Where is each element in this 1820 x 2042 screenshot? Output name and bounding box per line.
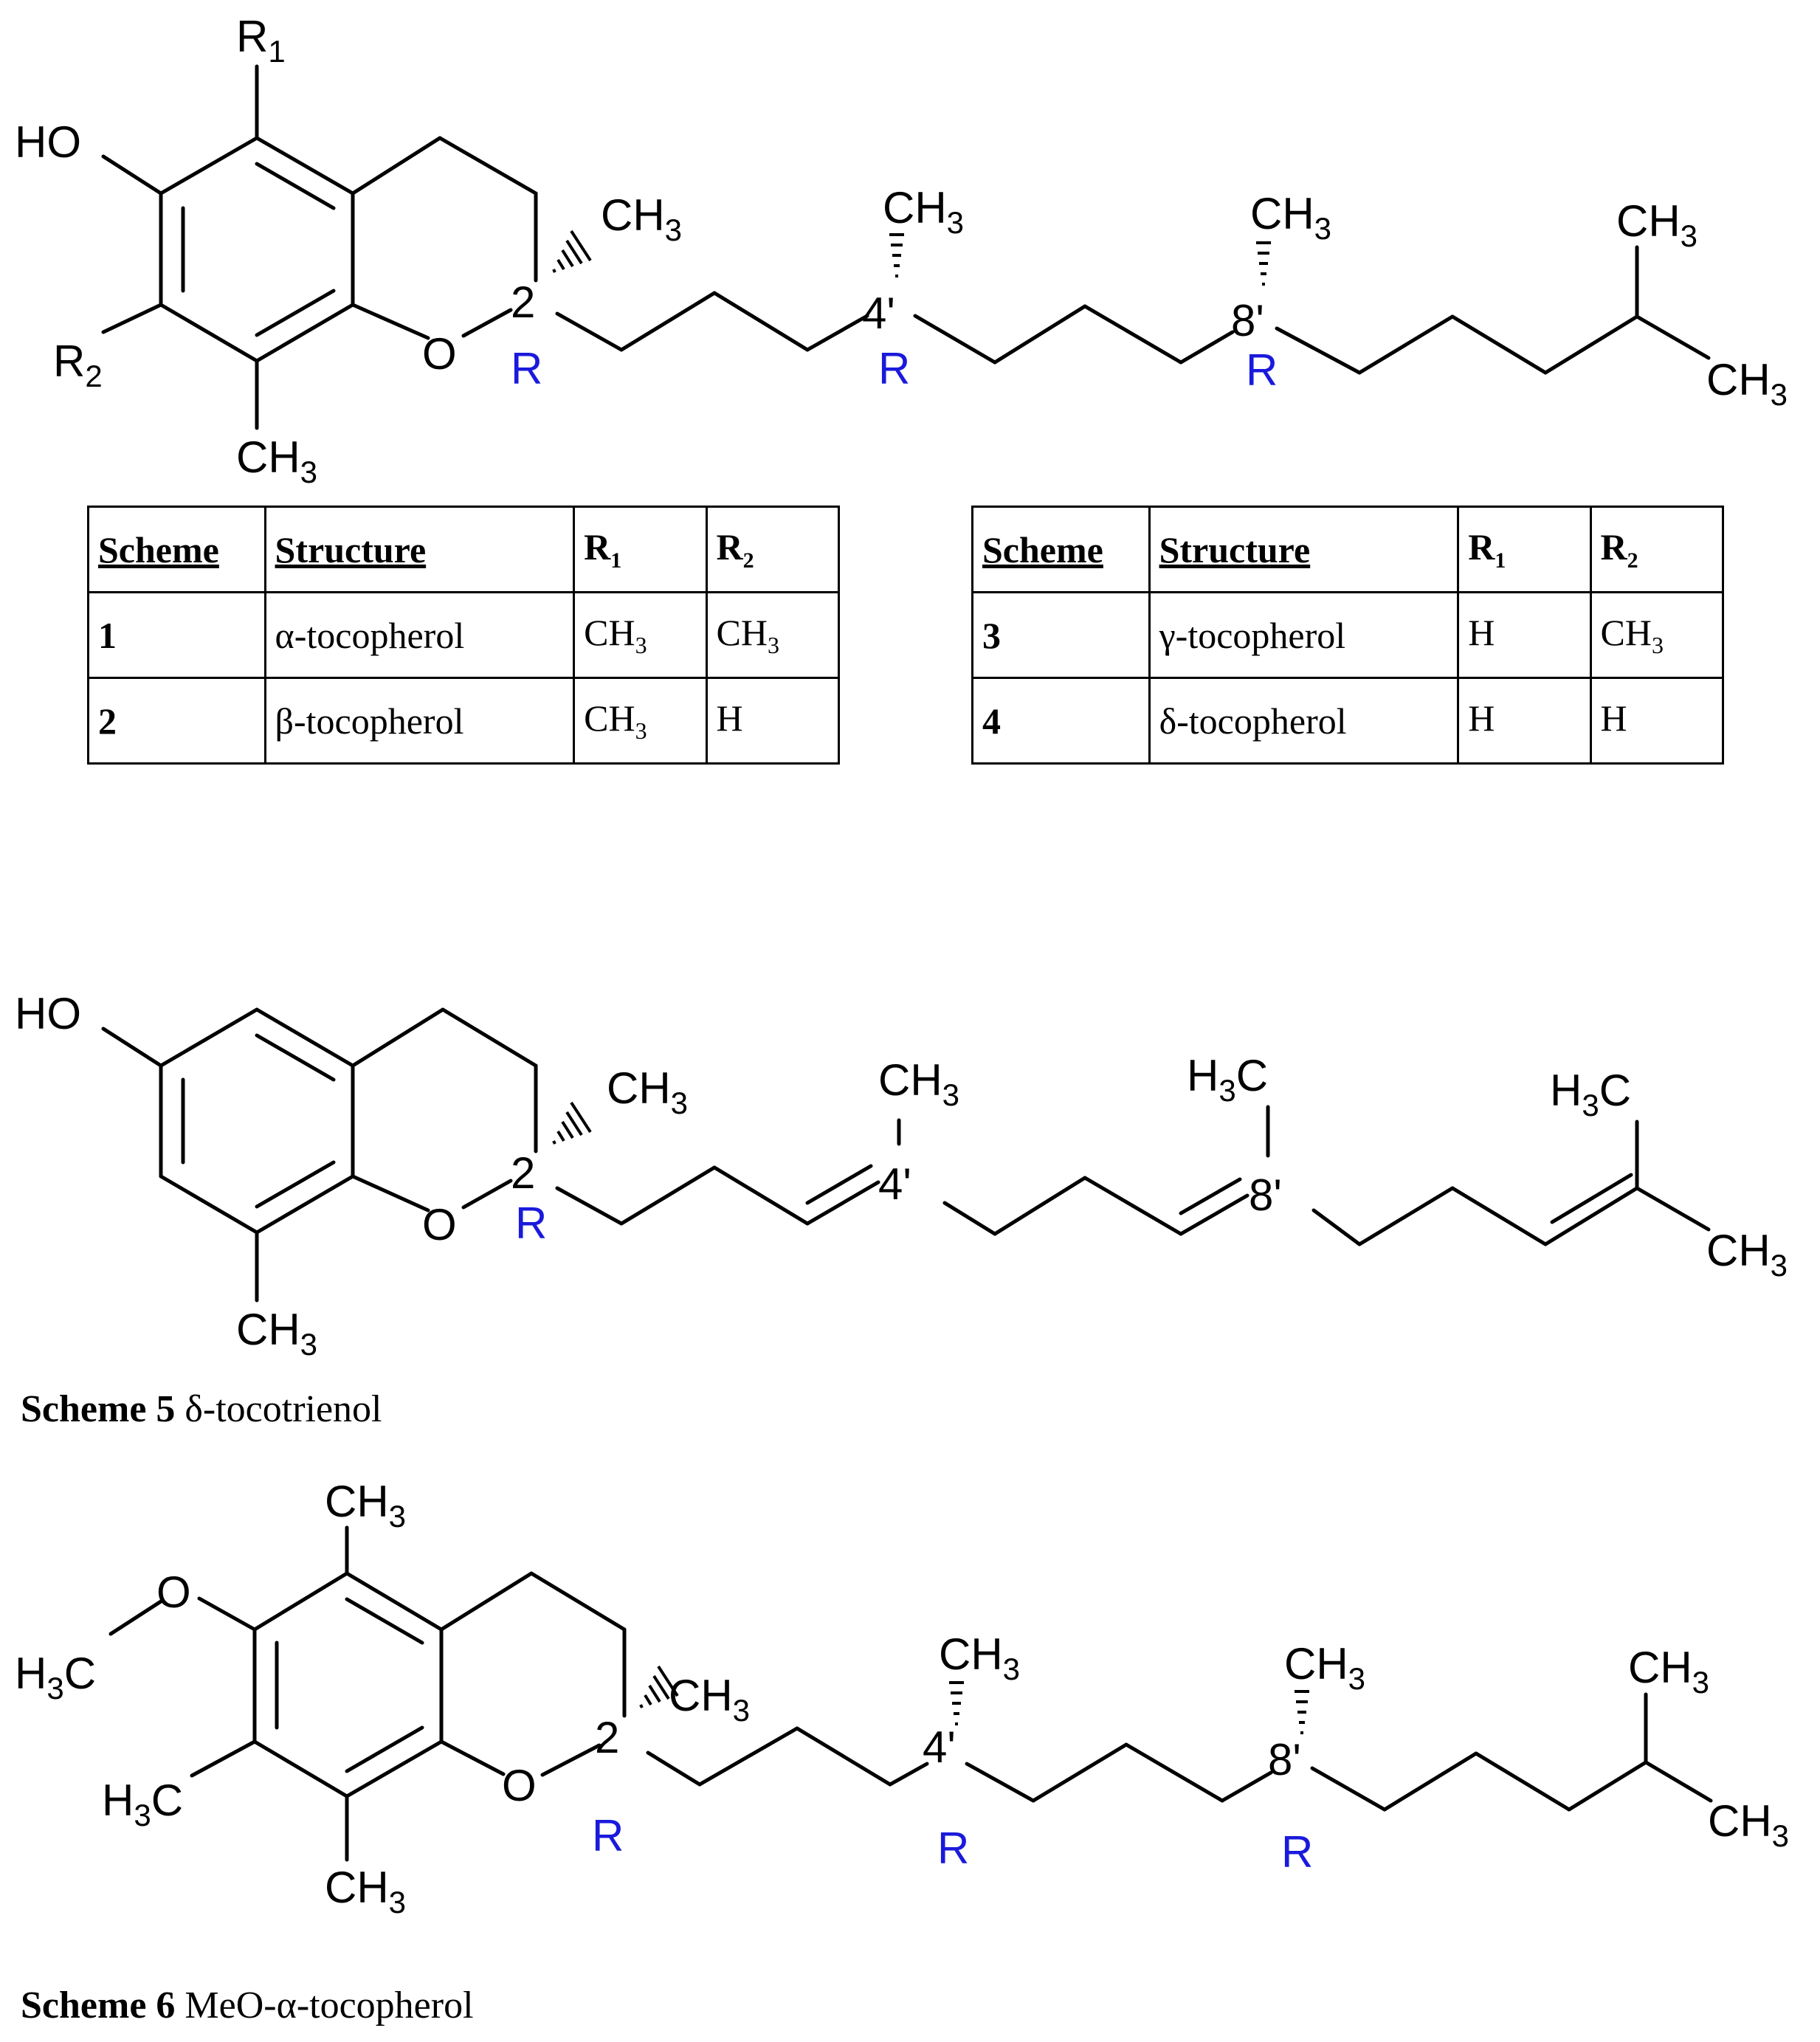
methyl-label: CH3 (325, 1863, 406, 1919)
r2-value: H (705, 677, 841, 765)
delta-tocotrienol-structure (101, 1007, 1711, 1303)
scheme-number: 4 (971, 677, 1151, 765)
hydroxyl-label: HO (15, 117, 81, 167)
methyl-label: CH3 (878, 1055, 959, 1112)
hashed-wedge (1295, 1690, 1309, 1734)
scheme-6-caption: Scheme 6 MeO-α-tocopherol (21, 1984, 474, 2027)
position-4-label: 4' (862, 289, 895, 338)
table-header-row: Scheme Structure R1 R2 (87, 506, 841, 593)
position-4-label: 4' (878, 1159, 911, 1209)
position-2-label: 2 (511, 1148, 535, 1198)
structure-name: β-tocopherol (263, 677, 576, 765)
position-2-label: 2 (511, 277, 535, 327)
structure-name: γ-tocopherol (1148, 591, 1460, 679)
structure-name: α-tocopherol (263, 591, 576, 679)
methyl-label: CH3 (236, 1305, 317, 1362)
scheme-number: 3 (971, 591, 1151, 679)
r1-value: H (1457, 591, 1592, 679)
caption-label: Scheme 5 (21, 1388, 176, 1430)
position-8-label: 8' (1249, 1170, 1282, 1220)
substituent-table-right: Scheme Structure R1 R2 3 γ-tocopherol H … (971, 506, 1724, 765)
position-8-label: 8' (1268, 1735, 1301, 1784)
table-row: 2 β-tocopherol CH3 H (87, 677, 841, 765)
header-r2: R2 (705, 506, 841, 593)
ring-oxygen-label: O (422, 1200, 457, 1249)
ring-oxygen-label: O (502, 1761, 537, 1810)
methyl-label: CH3 (1628, 1643, 1709, 1700)
methyl-label: CH3 (607, 1063, 688, 1120)
position-8-label: 8' (1231, 296, 1264, 345)
methyl-label: CH3 (1250, 189, 1331, 246)
header-structure: Structure (1148, 506, 1460, 593)
hashed-wedge (639, 1665, 679, 1708)
methyl-label: CH3 (669, 1671, 750, 1728)
methyl-label: CH3 (1706, 1226, 1788, 1283)
methyl-label: CH3 (236, 432, 317, 489)
r2-value: CH3 (705, 591, 841, 679)
position-2-label: 2 (595, 1713, 619, 1762)
position-4-label: 4' (923, 1722, 956, 1772)
methyl-label: CH3 (1616, 196, 1697, 253)
ring-oxygen-label: O (422, 329, 457, 379)
methyl-label: CH3 (1706, 355, 1788, 412)
caption-label: Scheme 6 (21, 1984, 176, 2027)
stereo-r-label: R (592, 1811, 624, 1860)
structure-name: δ-tocopherol (1148, 677, 1460, 765)
table-row: 4 δ-tocopherol H H (971, 677, 1724, 765)
stereo-r-label: R (1281, 1827, 1313, 1877)
r2-value: CH3 (1589, 591, 1724, 679)
r2-label: R2 (53, 337, 103, 393)
meo-alpha-tocopherol-structure (108, 1525, 1713, 1862)
r1-value: CH3 (573, 591, 708, 679)
header-r1: R1 (573, 506, 708, 593)
table-row: 3 γ-tocopherol H CH3 (971, 591, 1724, 679)
caption-text: MeO-α-tocopherol (175, 1984, 474, 2027)
methyl-label: CH3 (939, 1629, 1020, 1686)
methyl-label: CH3 (883, 183, 964, 240)
header-r1: R1 (1457, 506, 1592, 593)
hashed-wedge (949, 1681, 964, 1725)
ether-oxygen-label: O (156, 1567, 191, 1617)
stereo-r-label: R (878, 344, 910, 393)
stereo-r-label: R (515, 1198, 547, 1248)
caption-text: δ-tocotrienol (175, 1388, 382, 1430)
methyl-label: H3C (1187, 1051, 1268, 1108)
methyl-label: CH3 (1284, 1639, 1365, 1696)
scheme-number: 2 (87, 677, 266, 765)
hydroxyl-label: HO (15, 989, 81, 1038)
r2-value: H (1589, 677, 1724, 765)
stereo-r-label: R (1246, 345, 1278, 395)
hashed-wedge (889, 233, 904, 277)
r1-label: R1 (236, 12, 286, 69)
header-structure: Structure (263, 506, 576, 593)
header-scheme: Scheme (971, 506, 1151, 593)
table-header-row: Scheme Structure R1 R2 (971, 506, 1724, 593)
hashed-wedge (552, 1101, 592, 1145)
hashed-wedge (552, 230, 592, 273)
stereo-r-label: R (511, 344, 542, 393)
stereo-r-label: R (937, 1824, 969, 1873)
table-row: 1 α-tocopherol CH3 CH3 (87, 591, 841, 679)
methyl-label: H3C (102, 1776, 183, 1832)
header-scheme: Scheme (87, 506, 266, 593)
methyl-label: H3C (1550, 1066, 1631, 1122)
hashed-wedge (1256, 241, 1271, 286)
tocopherol-structure (101, 64, 1711, 430)
methyl-label: CH3 (325, 1477, 406, 1534)
scheme-5-caption: Scheme 5 δ-tocotrienol (21, 1387, 382, 1431)
r1-value: H (1457, 677, 1592, 765)
header-r2: R2 (1589, 506, 1724, 593)
substituent-table-left: Scheme Structure R1 R2 1 α-tocopherol CH… (87, 506, 841, 765)
methoxy-methyl-label: H3C (15, 1649, 96, 1705)
methyl-label: CH3 (1708, 1796, 1789, 1853)
scheme-number: 1 (87, 591, 266, 679)
r1-value: CH3 (573, 677, 708, 765)
methyl-label: CH3 (601, 190, 682, 247)
